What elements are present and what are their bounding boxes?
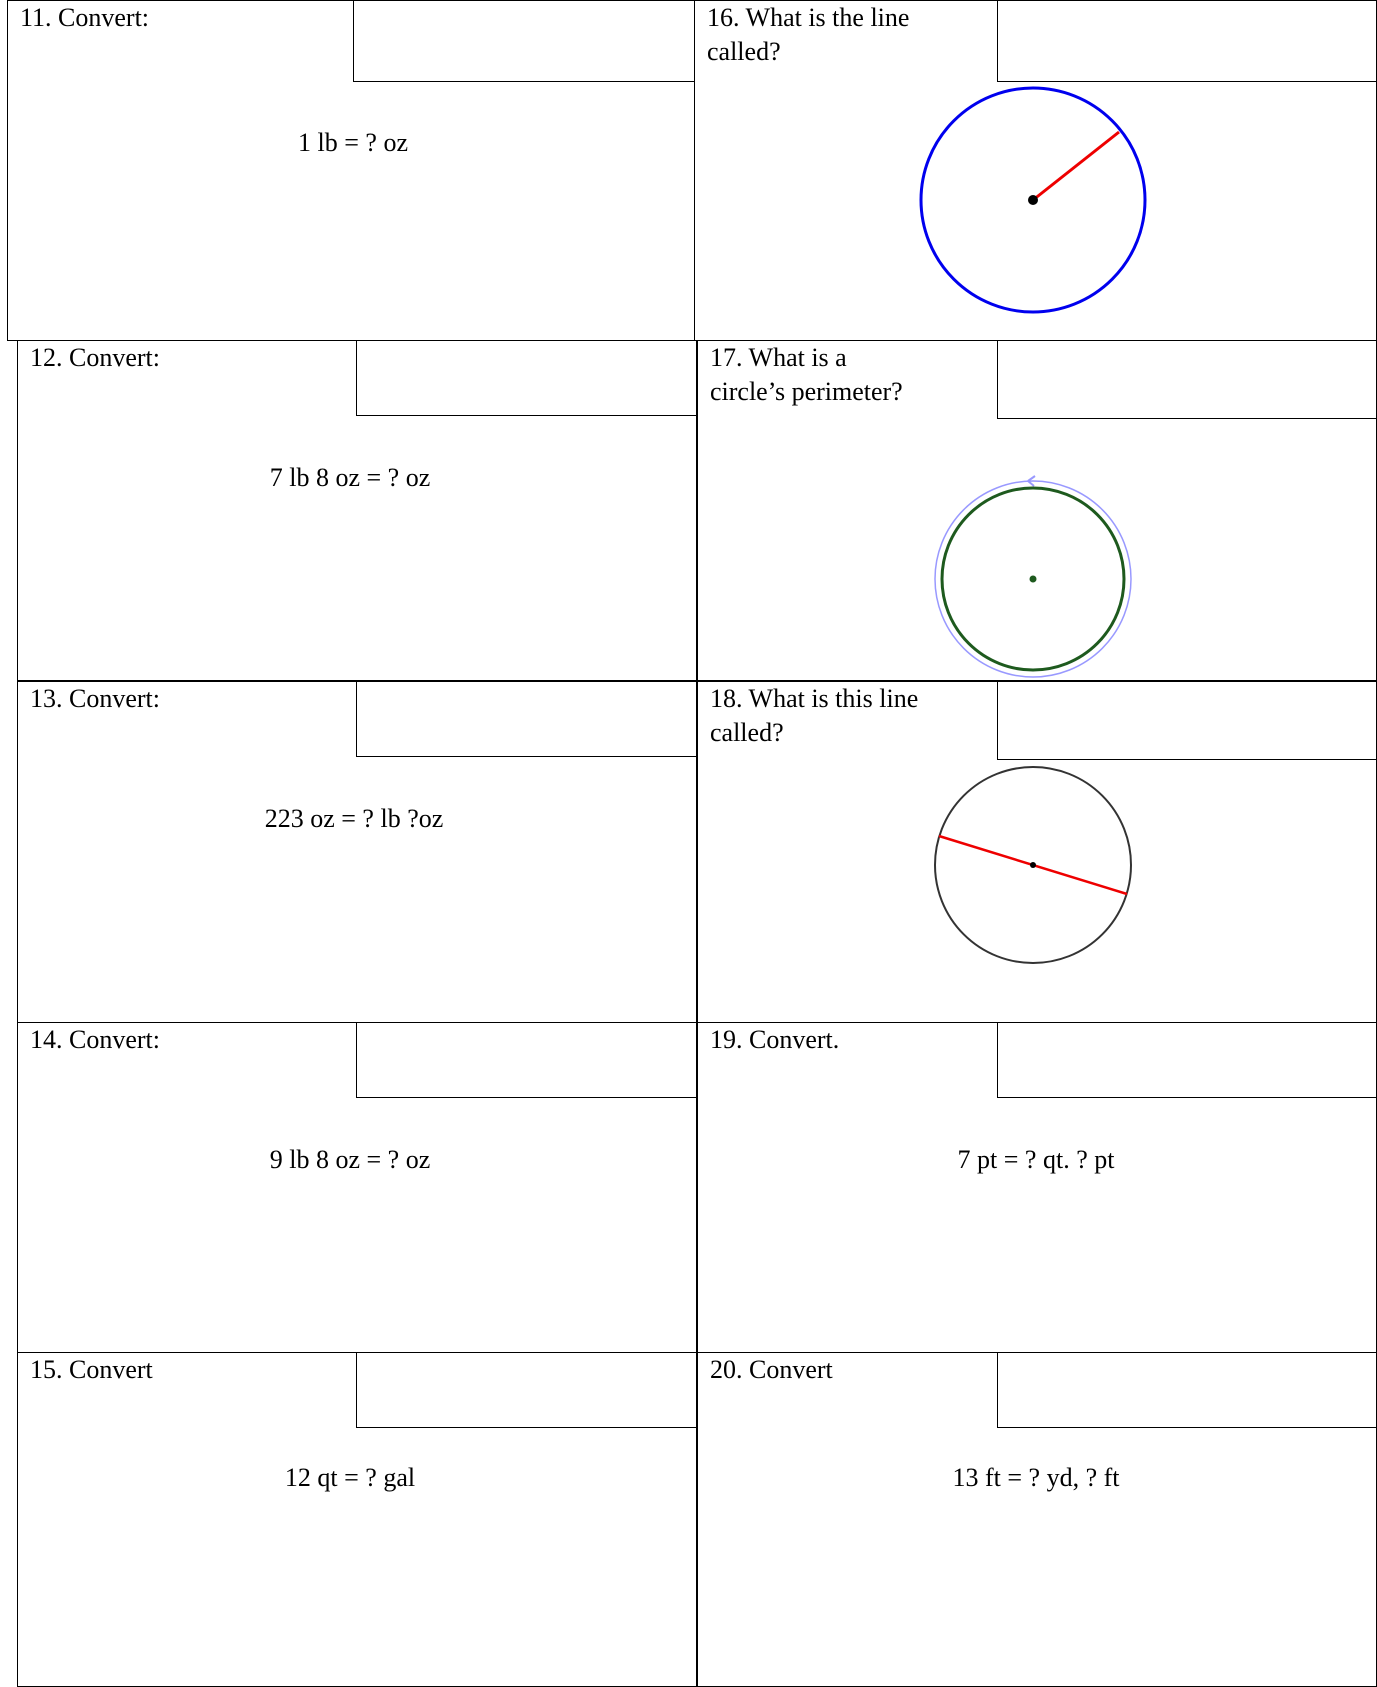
question-12-label: 12. Convert: xyxy=(30,343,160,372)
question-17-cell: 17. What is a circle’s perimeter? xyxy=(697,340,1377,681)
question-20-prompt: 13 ft = ? yd, ? ft xyxy=(952,1463,1120,1492)
question-14-answer-box[interactable] xyxy=(356,1022,697,1098)
question-16-cell: 16. What is the line called? xyxy=(694,0,1377,341)
question-20-cell: 20. Convert 13 ft = ? yd, ? ft xyxy=(697,1352,1377,1687)
question-19-cell: 19. Convert. 7 pt = ? qt. ? pt xyxy=(697,1022,1377,1353)
radius-line xyxy=(1032,130,1120,202)
question-19-prompt: 7 pt = ? qt. ? pt xyxy=(957,1145,1115,1174)
question-15-prompt: 12 qt = ? gal xyxy=(284,1463,416,1492)
circle-outline xyxy=(934,766,1132,964)
question-14-prompt: 9 lb 8 oz = ? oz xyxy=(269,1145,431,1174)
question-13-label: 13. Convert: xyxy=(30,684,160,713)
question-13-prompt: 223 oz = ? lb ?oz xyxy=(264,804,444,833)
perimeter-figure xyxy=(934,475,1132,678)
question-11-label: 11. Convert: xyxy=(20,3,150,32)
arrow-icon xyxy=(1027,475,1036,487)
question-15-answer-box[interactable] xyxy=(356,1352,697,1428)
center-point xyxy=(1030,862,1036,868)
question-12-cell: 12. Convert: 7 lb 8 oz = ? oz xyxy=(17,340,697,681)
question-11-answer-box[interactable] xyxy=(353,0,695,82)
center-point xyxy=(1028,195,1038,205)
question-18-answer-box[interactable] xyxy=(997,681,1377,760)
question-15-label: 15. Convert xyxy=(30,1355,153,1384)
circle-outline xyxy=(940,486,1126,672)
question-13-answer-box[interactable] xyxy=(356,681,697,757)
question-17-answer-box[interactable] xyxy=(997,340,1377,419)
question-12-prompt: 7 lb 8 oz = ? oz xyxy=(269,463,431,492)
question-17-label: 17. What is a circle’s perimeter? xyxy=(710,343,903,406)
question-14-cell: 14. Convert: 9 lb 8 oz = ? oz xyxy=(17,1022,697,1353)
circumference-outline xyxy=(934,480,1132,678)
question-20-answer-box[interactable] xyxy=(997,1352,1377,1428)
radius-figure xyxy=(919,86,1147,314)
center-point xyxy=(1029,575,1037,583)
question-18-cell: 18. What is this line called? xyxy=(697,681,1377,1023)
question-11-prompt: 1 lb = ? oz xyxy=(298,128,408,157)
question-13-cell: 13. Convert: 223 oz = ? lb ?oz xyxy=(17,681,697,1023)
question-20-label: 20. Convert xyxy=(710,1355,833,1384)
circle-outline xyxy=(919,86,1147,314)
question-18-label: 18. What is this line called? xyxy=(710,684,919,747)
question-19-answer-box[interactable] xyxy=(997,1022,1377,1098)
question-16-label: 16. What is the line called? xyxy=(707,3,910,66)
question-16-answer-box[interactable] xyxy=(997,0,1377,82)
question-15-cell: 15. Convert 12 qt = ? gal xyxy=(17,1352,697,1687)
question-11-cell: 11. Convert: 1 lb = ? oz xyxy=(7,0,695,341)
question-12-answer-box[interactable] xyxy=(356,340,697,416)
question-19-label: 19. Convert. xyxy=(710,1025,840,1054)
question-14-label: 14. Convert: xyxy=(30,1025,160,1054)
diameter-figure xyxy=(934,766,1132,964)
